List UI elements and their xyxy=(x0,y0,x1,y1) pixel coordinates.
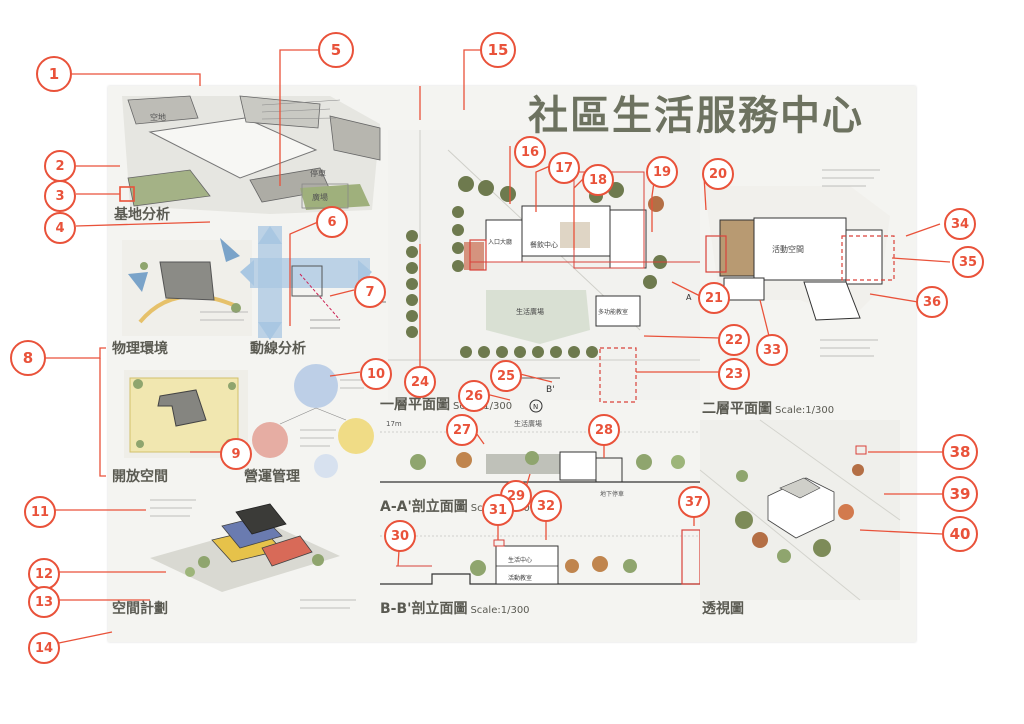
plan-label-activity: 多功能教室 xyxy=(598,308,628,316)
callout-36: 36 xyxy=(916,286,948,318)
board-title: 社區生活服務中心 xyxy=(528,93,864,139)
section-bb-text-2: 活動教室 xyxy=(508,574,532,582)
heading-operation: 營運管理 xyxy=(244,469,300,485)
site-label-plaza: 廣場 xyxy=(312,192,328,202)
plan-label-dining: 餐飲中心 xyxy=(530,240,558,249)
callout-33: 33 xyxy=(756,334,788,366)
callout-7: 7 xyxy=(354,276,386,308)
heading-perspective: 透視圖 xyxy=(702,601,744,617)
callout-9: 9 xyxy=(220,438,252,470)
callout-20: 20 xyxy=(702,158,734,190)
section-aa-title: A-A'剖立面圖 xyxy=(380,499,468,515)
callout-21: 21 xyxy=(698,282,730,314)
callout-10: 10 xyxy=(360,358,392,390)
section-aa-drawing: 17m 生活廣場 地下停車 xyxy=(380,419,700,498)
first-floor-plan: 餐飲中心 入口大廳 多功能教室 生活廣場 xyxy=(388,130,700,413)
circulation-diagram: A xyxy=(240,226,386,340)
callout-30: 30 xyxy=(384,520,416,552)
callout-3: 3 xyxy=(44,180,76,212)
callout-16: 16 xyxy=(514,136,546,168)
callout-24: 24 xyxy=(404,366,436,398)
plan-section-b-mark: B' xyxy=(546,385,555,395)
callout-35: 35 xyxy=(952,246,984,278)
second-floor-plan: 活動空間 xyxy=(704,169,895,357)
callout-13: 13 xyxy=(28,586,60,618)
callout-39: 39 xyxy=(942,476,978,512)
callout-22: 22 xyxy=(718,324,750,356)
callout-2: 2 xyxy=(44,150,76,182)
space-plan-axonometric xyxy=(150,499,356,609)
callout-8: 8 xyxy=(10,340,46,376)
callout-25: 25 xyxy=(490,360,522,392)
section-aa-text-3: 地下停車 xyxy=(600,490,624,498)
section-aa-text-1: 17m xyxy=(386,420,402,428)
callout-4: 4 xyxy=(44,212,76,244)
section-bb-title: B-B'剖立面圖 xyxy=(380,601,468,617)
callout-34: 34 xyxy=(944,208,976,240)
operation-bubbles xyxy=(252,364,374,478)
physical-environment-diagram xyxy=(122,238,252,336)
callout-15: 15 xyxy=(480,32,516,68)
callout-31: 31 xyxy=(482,494,514,526)
plan-label-lobby: 入口大廳 xyxy=(488,238,512,246)
callout-1: 1 xyxy=(36,56,72,92)
heading-open-space: 開放空間 xyxy=(112,469,168,485)
second-floor-plan-title: 二層平面圖 xyxy=(702,401,772,417)
perspective-drawing xyxy=(699,419,901,601)
callout-18: 18 xyxy=(582,164,614,196)
callout-32: 32 xyxy=(530,490,562,522)
site-analysis-sketch: 空地 停車 廣場 xyxy=(119,95,381,214)
second-floor-plan-scale: Scale:1/300 xyxy=(775,405,835,416)
callout-6: 6 xyxy=(316,206,348,238)
callout-11: 11 xyxy=(24,496,56,528)
heading-physical-environment: 物理環境 xyxy=(112,341,168,357)
heading-first-floor-plan: 一層平面圖Scale:1/300 xyxy=(380,398,512,412)
section-aa-text-2: 生活廣場 xyxy=(514,419,542,428)
site-label-vacant: 空地 xyxy=(150,112,166,122)
callout-37: 37 xyxy=(678,486,710,518)
site-label-parking: 停車 xyxy=(310,168,326,178)
callout-27: 27 xyxy=(446,414,478,446)
callout-17: 17 xyxy=(548,152,580,184)
callout-23: 23 xyxy=(718,358,750,390)
section-bb-drawing: 生活中心 活動教室 xyxy=(380,529,701,585)
heading-space-plan: 空間計劃 xyxy=(112,601,168,617)
callout-38: 38 xyxy=(942,434,978,470)
plan-section-a-mark: A xyxy=(686,293,692,302)
callout-26: 26 xyxy=(458,380,490,412)
section-bb-scale: Scale:1/300 xyxy=(470,605,530,616)
north-arrow: N xyxy=(533,403,538,411)
section-bb-text-1: 生活中心 xyxy=(508,556,532,564)
plan-label-life-plaza: 生活廣場 xyxy=(516,307,544,316)
heading-site-analysis: 基地分析 xyxy=(114,207,170,223)
callout-19: 19 xyxy=(646,156,678,188)
callout-5: 5 xyxy=(318,32,354,68)
plan2-label-upper-space: 活動空間 xyxy=(772,244,804,254)
callout-14: 14 xyxy=(28,632,60,664)
callout-28: 28 xyxy=(588,414,620,446)
callout-40: 40 xyxy=(942,516,978,552)
heading-circulation: 動線分析 xyxy=(250,341,306,357)
first-floor-plan-title: 一層平面圖 xyxy=(380,397,450,413)
